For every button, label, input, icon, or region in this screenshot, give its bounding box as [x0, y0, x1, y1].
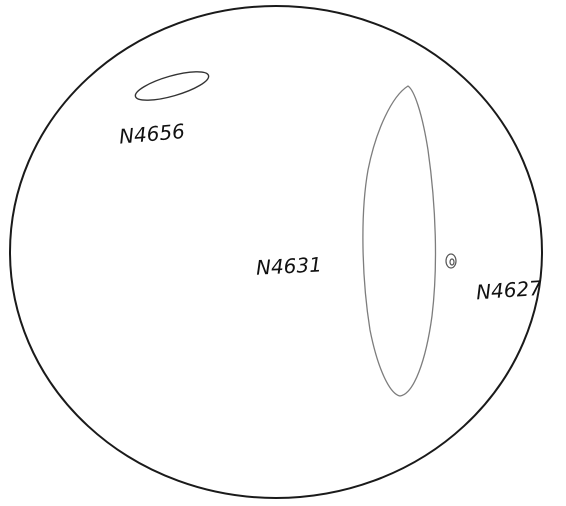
galaxy-n4631-outline	[363, 86, 436, 396]
label-n4627: N4627	[475, 276, 543, 305]
label-n4631: N4631	[255, 252, 322, 279]
label-n4656: N4656	[118, 119, 186, 149]
galaxy-n4656-outline	[133, 66, 212, 106]
galaxy-n4627-blob	[446, 254, 456, 268]
field-of-view-circle	[10, 6, 542, 498]
